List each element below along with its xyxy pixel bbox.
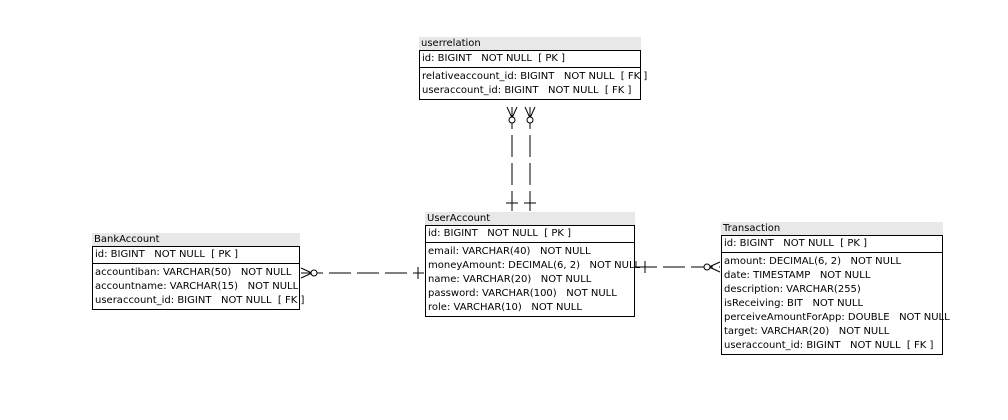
entity-useraccount[interactable]: UserAccount id: BIGINT NOT NULL [ PK ] e…	[425, 212, 641, 317]
entity-body: id: BIGINT NOT NULL [ PK ] accountiban: …	[92, 246, 304, 310]
attribute-row: isReceiving: BIT NOT NULL	[724, 298, 864, 309]
crowfoot-zero-many-icon	[703, 261, 721, 273]
attribute-row: description: VARCHAR(255)	[724, 284, 861, 295]
crowfoot-zero-many-icon	[524, 106, 536, 124]
entity-body: id: BIGINT NOT NULL [ PK ] email: VARCHA…	[425, 225, 641, 317]
attribute-section: amount: DECIMAL(6, 2) NOT NULL date: TIM…	[722, 252, 950, 354]
attribute-row: date: TIMESTAMP NOT NULL	[724, 270, 871, 281]
attribute-row: moneyAmount: DECIMAL(6, 2) NOT NULL	[428, 260, 641, 271]
pk-section: id: BIGINT NOT NULL [ PK ]	[93, 247, 299, 263]
attribute-row: accountiban: VARCHAR(50) NOT NULL	[95, 267, 292, 278]
attribute-row: id: BIGINT NOT NULL [ PK ]	[428, 228, 571, 239]
crowfoot-zero-many-icon	[506, 106, 518, 124]
attribute-row: role: VARCHAR(10) NOT NULL	[428, 302, 582, 313]
attribute-row: perceiveAmountForApp: DOUBLE NOT NULL	[724, 312, 950, 323]
pk-section: id: BIGINT NOT NULL [ PK ]	[426, 226, 634, 242]
attribute-row: target: VARCHAR(20) NOT NULL	[724, 326, 890, 337]
pk-section: id: BIGINT NOT NULL [ PK ]	[420, 51, 640, 67]
attribute-row: name: VARCHAR(20) NOT NULL	[428, 274, 592, 285]
attribute-row: email: VARCHAR(40) NOT NULL	[428, 246, 591, 257]
entity-body: id: BIGINT NOT NULL [ PK ] amount: DECIM…	[721, 235, 950, 355]
relationship-userrelation-useraccount-1	[506, 106, 518, 211]
relationship-userrelation-useraccount-2	[524, 106, 536, 211]
relationship-bankaccount-useraccount	[300, 267, 424, 279]
entity-transaction[interactable]: Transaction id: BIGINT NOT NULL [ PK ] a…	[721, 222, 950, 355]
attribute-row: id: BIGINT NOT NULL [ PK ]	[724, 238, 867, 249]
attribute-row: password: VARCHAR(100) NOT NULL	[428, 288, 617, 299]
attribute-row: accountname: VARCHAR(15) NOT NULL	[95, 281, 299, 292]
attribute-section: email: VARCHAR(40) NOT NULL moneyAmount:…	[426, 242, 641, 316]
attribute-row: amount: DECIMAL(6, 2) NOT NULL	[724, 256, 902, 267]
pk-section: id: BIGINT NOT NULL [ PK ]	[722, 236, 942, 252]
attribute-section: accountiban: VARCHAR(50) NOT NULL accoun…	[93, 263, 304, 309]
entity-title: BankAccount	[92, 233, 300, 246]
attribute-row: useraccount_id: BIGINT NOT NULL [ FK ]	[724, 340, 934, 351]
attribute-row: useraccount_id: BIGINT NOT NULL [ FK ]	[422, 85, 632, 96]
attribute-row: id: BIGINT NOT NULL [ PK ]	[422, 53, 565, 64]
relationship-transaction-useraccount	[635, 261, 721, 273]
entity-title: Transaction	[721, 222, 943, 235]
crowfoot-zero-many-icon	[300, 267, 318, 279]
entity-title: userrelation	[419, 37, 641, 50]
entity-title: UserAccount	[425, 212, 635, 225]
entity-bankaccount[interactable]: BankAccount id: BIGINT NOT NULL [ PK ] a…	[92, 233, 304, 310]
attribute-row: id: BIGINT NOT NULL [ PK ]	[95, 249, 238, 260]
